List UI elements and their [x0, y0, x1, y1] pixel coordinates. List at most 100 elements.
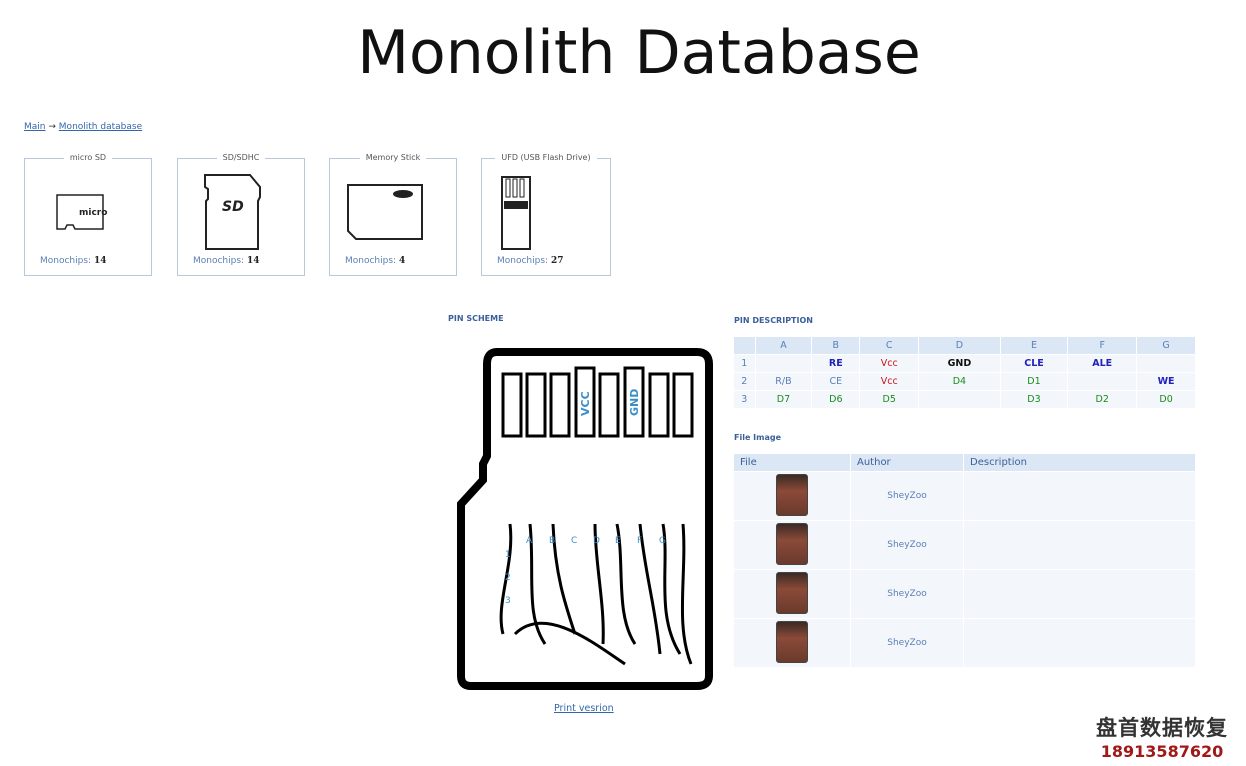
- svg-text:3: 3: [505, 596, 511, 606]
- count-label: Monochips:: [40, 256, 92, 266]
- file-cell: [734, 472, 850, 520]
- count-value: 4: [398, 256, 406, 266]
- pin-cell: Vcc: [860, 355, 919, 372]
- pin-cell: CE: [812, 373, 860, 390]
- usb-drive-icon: [501, 176, 531, 250]
- file-row: SheyZoo: [734, 472, 1195, 520]
- pin-cell: [1137, 355, 1195, 372]
- col-file: File: [734, 454, 850, 471]
- svg-text:G: G: [659, 536, 666, 546]
- pin-cell: D2: [1068, 391, 1137, 408]
- svg-text:C: C: [571, 536, 577, 546]
- pin-scheme-title: PIN SCHEME: [448, 314, 504, 323]
- pin-cell: [919, 391, 1000, 408]
- breadcrumb-separator: →: [48, 122, 56, 132]
- file-thumbnail[interactable]: [776, 620, 808, 663]
- pin-cell: B: [812, 337, 860, 354]
- svg-text:micro: micro: [79, 208, 107, 218]
- file-thumbnail[interactable]: [776, 522, 808, 565]
- print-version-link[interactable]: Print vesrion: [554, 703, 614, 714]
- pin-cell: D7: [755, 391, 812, 408]
- count-label: Monochips:: [345, 256, 397, 266]
- pin-cell: 3: [734, 391, 755, 408]
- gnd-label: GND: [628, 389, 641, 416]
- pin-cell: 2: [734, 373, 755, 390]
- pin-scheme-diagram: VCC GND A B C D E F G 1 2 3: [457, 348, 713, 690]
- file-cell: [734, 570, 850, 618]
- file-row: SheyZoo: [734, 521, 1195, 569]
- sd-card-icon: SD: [204, 174, 261, 250]
- count-label: Monochips:: [193, 256, 245, 266]
- count-value: 14: [93, 256, 107, 266]
- col-author: Author: [851, 454, 963, 471]
- traces: [499, 523, 693, 666]
- svg-text:D: D: [593, 536, 600, 546]
- pin-cell: G: [1137, 337, 1195, 354]
- description-cell: [964, 619, 1195, 667]
- pin-description-title: PIN DESCRIPTION: [734, 316, 813, 325]
- watermark: 盘首数据恢复 18913587620: [1096, 712, 1228, 761]
- breadcrumb-main-link[interactable]: Main: [24, 122, 46, 132]
- pin-cell: C: [860, 337, 919, 354]
- category-title: SD/SDHC: [216, 153, 266, 162]
- count-value: 14: [246, 256, 260, 266]
- category-micro-sd[interactable]: micro SD micro Monochips: 14: [24, 153, 152, 276]
- pin-cell: R/B: [755, 373, 812, 390]
- col-description: Description: [964, 454, 1195, 471]
- category-title: micro SD: [63, 153, 113, 162]
- pin-cell: Vcc: [860, 373, 919, 390]
- file-thumbnail[interactable]: [776, 571, 808, 614]
- pin-cell: D1: [1000, 373, 1068, 390]
- category-memory-stick[interactable]: Memory Stick Monochips: 4: [329, 153, 457, 276]
- svg-text:B: B: [549, 536, 555, 546]
- pin-cell: CLE: [1000, 355, 1068, 372]
- description-cell: [964, 570, 1195, 618]
- category-sd-sdhc[interactable]: SD/SDHC SD Monochips: 14: [177, 153, 305, 276]
- category-ufd[interactable]: UFD (USB Flash Drive) Monochips: 27: [481, 153, 611, 276]
- pin-cell: D5: [860, 391, 919, 408]
- count-label: Monochips:: [497, 256, 549, 266]
- breadcrumb-current-link[interactable]: Monolith database: [58, 122, 143, 132]
- pin-cell: A: [755, 337, 812, 354]
- pin-cell: [734, 337, 755, 354]
- author-cell: SheyZoo: [851, 570, 963, 618]
- pin-cell: [755, 355, 812, 372]
- file-row: SheyZoo: [734, 619, 1195, 667]
- pin-cell: [1068, 373, 1137, 390]
- breadcrumb: Main → Monolith database: [24, 122, 142, 132]
- micro-sd-icon: micro: [56, 194, 107, 230]
- pin-cell: D6: [812, 391, 860, 408]
- file-thumbnail[interactable]: [776, 473, 808, 516]
- svg-text:F: F: [637, 536, 642, 546]
- description-cell: [964, 521, 1195, 569]
- file-cell: [734, 521, 850, 569]
- pin-cell: D: [919, 337, 1000, 354]
- vcc-label: VCC: [579, 391, 592, 416]
- svg-text:1: 1: [505, 550, 511, 560]
- pin-cell: WE: [1137, 373, 1195, 390]
- svg-text:E: E: [615, 536, 621, 546]
- svg-text:2: 2: [505, 573, 511, 583]
- author-cell: SheyZoo: [851, 472, 963, 520]
- watermark-phone: 18913587620: [1100, 742, 1224, 761]
- pin-cell: D4: [919, 373, 1000, 390]
- svg-text:A: A: [526, 536, 533, 546]
- pin-cell: ALE: [1068, 355, 1137, 372]
- pin-cell: D3: [1000, 391, 1068, 408]
- file-row: SheyZoo: [734, 570, 1195, 618]
- count-value: 27: [550, 256, 564, 266]
- file-cell: [734, 619, 850, 667]
- description-cell: [964, 472, 1195, 520]
- pin-cell: RE: [812, 355, 860, 372]
- watermark-name: 盘首数据恢复: [1096, 716, 1228, 740]
- author-cell: SheyZoo: [851, 619, 963, 667]
- pin-cell: F: [1068, 337, 1137, 354]
- contact-pads: [501, 366, 694, 438]
- page-title: Monolith Database: [357, 18, 921, 88]
